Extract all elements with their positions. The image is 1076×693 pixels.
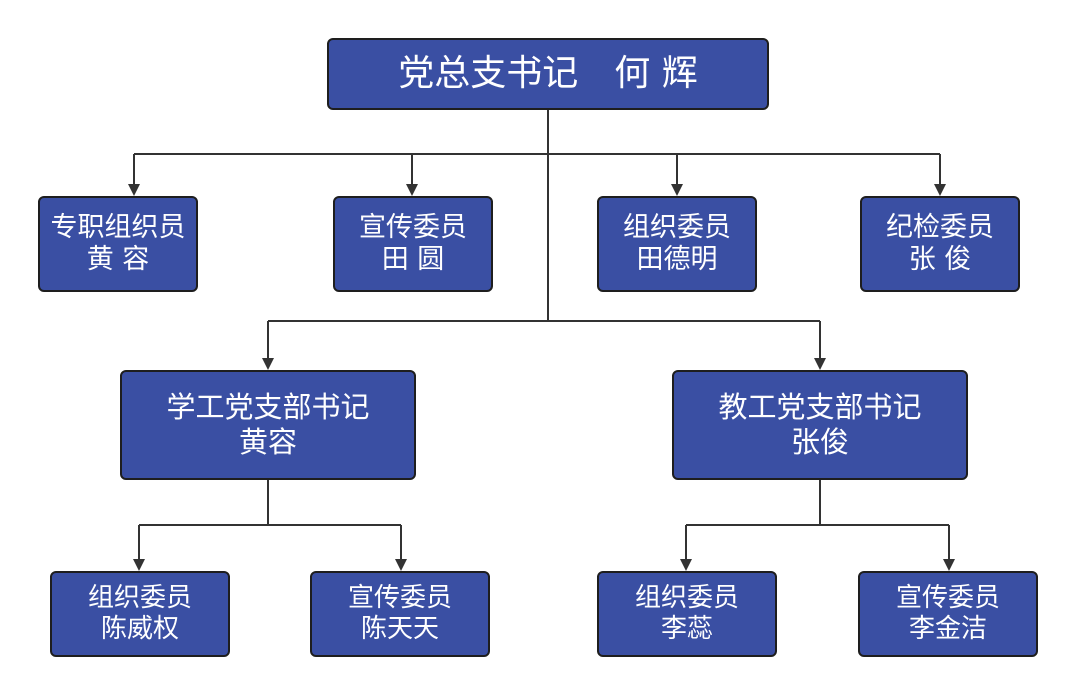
node-role: 组织委员 [623,211,731,243]
node-role: 专职组织员 [50,211,186,243]
root-node-party-secretary: 党总支书记 何 辉 [327,38,769,110]
committee-node-discipline: 纪检委员 张 俊 [860,196,1020,292]
root-title: 党总支书记 何 辉 [398,53,698,95]
node-person: 李金洁 [908,614,987,644]
node-role: 宣传委员 [347,582,452,613]
node-role: 宣传委员 [895,582,1000,613]
node-person: 田 圆 [381,244,445,275]
node-person: 张俊 [790,425,849,459]
committee-node-organization: 组织委员 田德明 [597,196,757,292]
committee-node-propaganda: 宣传委员 田 圆 [333,196,493,292]
branch-1-member-organization: 组织委员 陈威权 [50,571,230,657]
node-person: 陈威权 [100,614,179,644]
node-person: 张 俊 [908,244,972,275]
node-role: 宣传委员 [359,211,467,243]
node-person: 李蕊 [660,614,713,644]
committee-node-organizer: 专职组织员 黄 容 [38,196,198,292]
node-person: 黄 容 [86,244,150,275]
node-role: 纪检委员 [886,211,994,243]
branch-2-member-propaganda: 宣传委员 李金洁 [858,571,1038,657]
node-person: 田德明 [636,244,718,275]
node-role: 学工党支部书记 [166,390,370,425]
node-person: 黄容 [238,425,297,459]
branch-1-member-propaganda: 宣传委员 陈天天 [310,571,490,657]
node-role: 教工党支部书记 [718,390,922,425]
branch-node-faculty: 教工党支部书记 张俊 [672,370,968,480]
branch-node-student-affairs: 学工党支部书记 黄容 [120,370,416,480]
node-role: 组织委员 [87,582,192,613]
branch-2-member-organization: 组织委员 李蕊 [597,571,777,657]
node-person: 陈天天 [360,614,439,644]
node-role: 组织委员 [634,582,739,613]
